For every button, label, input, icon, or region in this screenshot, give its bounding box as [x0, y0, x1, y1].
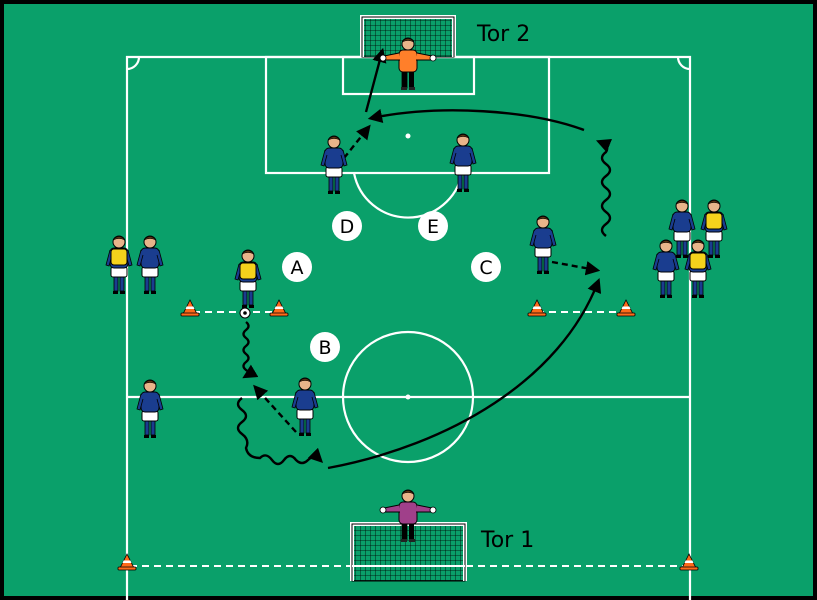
center-spot	[405, 394, 411, 400]
marker-circle	[418, 211, 448, 241]
dribble-loop-path	[236, 397, 324, 466]
penalty-spot	[405, 133, 411, 139]
run-path-d	[343, 124, 371, 159]
marker-c: C	[471, 252, 501, 282]
marker-a: A	[282, 252, 312, 282]
position-markers: A B C D E	[282, 211, 501, 362]
center-circle	[341, 330, 475, 464]
corner-arc-left	[126, 56, 141, 71]
goal-bottom-label: Tor 1	[480, 528, 534, 553]
shot-path	[364, 47, 387, 113]
marker-circle	[310, 332, 340, 362]
marker-b: B	[310, 332, 340, 362]
marker-e: E	[418, 211, 448, 241]
corner-arc-right	[676, 56, 691, 71]
goal-top-label: Tor 2	[476, 22, 530, 47]
marker-d: D	[332, 211, 362, 241]
long-pass-path	[327, 277, 602, 470]
marker-label: C	[479, 257, 492, 279]
marker-circle	[471, 252, 501, 282]
run-path-c	[551, 260, 601, 276]
dribble-path-c	[595, 139, 613, 237]
marker-label: E	[427, 216, 439, 238]
marker-label: B	[318, 337, 331, 359]
movement-paths	[236, 47, 613, 470]
marker-circle	[282, 252, 312, 282]
goal-bottom	[350, 522, 467, 582]
cross-path	[367, 108, 585, 132]
marker-circle	[332, 211, 362, 241]
dribble-path-a	[242, 321, 259, 379]
marker-label: A	[291, 257, 304, 279]
soccer-ball-icon	[239, 307, 251, 319]
penalty-arc	[352, 172, 464, 219]
marker-label: D	[340, 216, 355, 238]
